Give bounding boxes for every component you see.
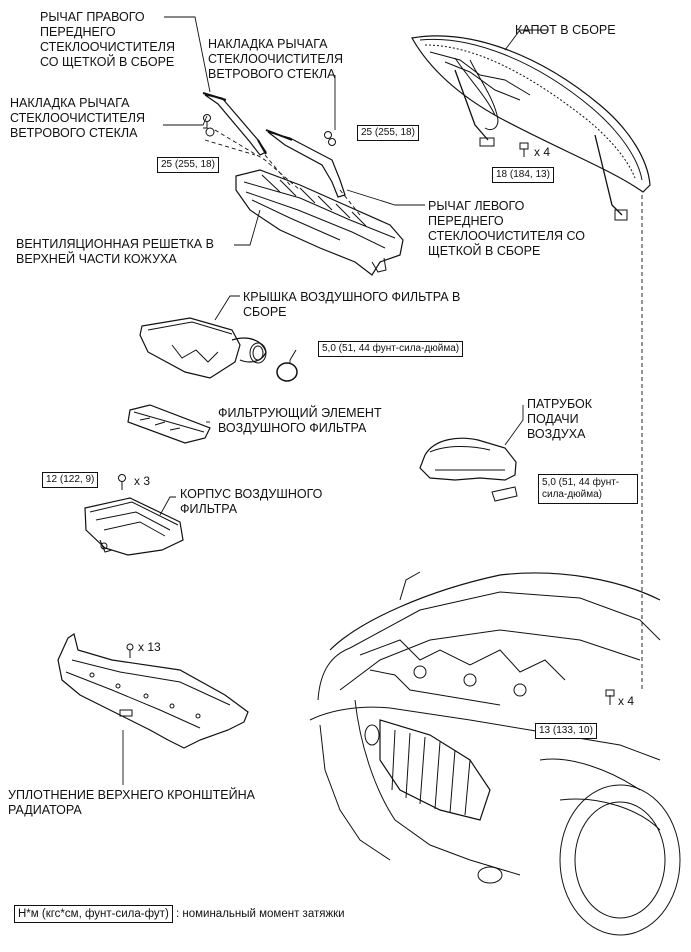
qty-hood-bolts: x 4 (534, 145, 551, 159)
label-line: РЫЧАГ ЛЕВОГО (428, 199, 525, 213)
label-line: НАКЛАДКА РЫЧАГА (10, 96, 130, 110)
label-line: ВЕТРОВОГО СТЕКЛА (208, 67, 336, 81)
label-line: УПЛОТНЕНИЕ ВЕРХНЕГО КРОНШТЕЙНА (8, 788, 255, 802)
label-line: ПАТРУБОК (527, 397, 593, 411)
label-line: СТЕКЛООЧИСТИТЕЛЯ СО (428, 229, 585, 243)
intake-duct-label: ПАТРУБОК ПОДАЧИ ВОЗДУХА (527, 397, 592, 442)
qty-headlight-bolts: x 4 (618, 694, 635, 708)
label-line: РЫЧАГ ПРАВОГО (40, 10, 145, 24)
label-line: ПЕРЕДНЕГО (428, 214, 504, 228)
label-line: КАПОТ В СБОРЕ (515, 23, 616, 37)
left-wiper-arm-label: РЫЧАГ ЛЕВОГО ПЕРЕДНЕГО СТЕКЛООЧИСТИТЕЛЯ … (428, 199, 585, 259)
right-wiper-arm-drawing (202, 92, 267, 156)
hose-clamp-drawing (276, 349, 298, 382)
leader-lines (122, 16, 548, 785)
label-line: ФИЛЬТРА (180, 502, 238, 516)
label-line: КРЫШКА ВОЗДУШНОГО ФИЛЬТРА В (243, 290, 461, 304)
label-line: КОРПУС ВОЗДУШНОГО (180, 487, 323, 501)
torque-legend: Н*м (кгс*см, фунт-сила-фут) : номинальны… (14, 905, 345, 923)
torque-spec-headlight: 13 (133, 10) (535, 723, 597, 739)
torque-spec-air-cleaner-clamp: 5,0 (51, 44 фунт-сила-дюйма) (318, 341, 464, 357)
qty-seal-clips: x 13 (138, 640, 161, 654)
air-cleaner-case-label: КОРПУС ВОЗДУШНОГО ФИЛЬТРА (180, 487, 322, 517)
wiper-arm-cover-right-label: НАКЛАДКА РЫЧАГА СТЕКЛООЧИСТИТЕЛЯ ВЕТРОВО… (10, 96, 145, 141)
dashed-guide-lines (204, 129, 643, 690)
air-cleaner-cap-drawing (139, 317, 267, 379)
label-line: ВЕРХНЕЙ ЧАСТИ КОЖУХА (16, 252, 177, 266)
label-line: ФИЛЬТРУЮЩИЙ ЭЛЕМЕНТ (218, 406, 382, 420)
air-cleaner-case-drawing (84, 474, 184, 556)
torque-spec-wiper-right: 25 (255, 18) (157, 157, 219, 173)
intake-duct-drawing (419, 437, 518, 502)
vehicle-front-drawing (309, 571, 681, 936)
label-line: НАКЛАДКА РЫЧАГА (208, 37, 328, 51)
torque-spec-wiper-left: 25 (255, 18) (357, 125, 419, 141)
legend-unit-box: Н*м (кгс*см, фунт-сила-фут) (14, 905, 173, 923)
label-line: ПЕРЕДНЕГО (40, 25, 116, 39)
torque-spec-intake-clamp: 5,0 (51, 44 фунт-сила-дюйма) (538, 474, 638, 504)
label-line: РАДИАТОРА (8, 803, 82, 817)
label-line: ЩЕТКОЙ В СБОРЕ (428, 244, 541, 258)
radiator-seal-label: УПЛОТНЕНИЕ ВЕРХНЕГО КРОНШТЕЙНА РАДИАТОРА (8, 788, 255, 818)
air-cleaner-cap-label: КРЫШКА ВОЗДУШНОГО ФИЛЬТРА В СБОРЕ (243, 290, 460, 320)
label-line: ВОЗДУХА (527, 427, 586, 441)
qty-air-case-bolts: x 3 (134, 474, 151, 488)
label-line: СТЕКЛООЧИСТИТЕЛЯ (208, 52, 343, 66)
wiper-arm-cover-left-label: НАКЛАДКА РЫЧАГА СТЕКЛООЧИСТИТЕЛЯ ВЕТРОВО… (208, 37, 343, 82)
label-line: ВОЗДУШНОГО ФИЛЬТРА (218, 421, 367, 435)
label-line: СБОРЕ (243, 305, 287, 319)
label-line: ПОДАЧИ (527, 412, 579, 426)
radiator-seal-drawing (57, 633, 249, 749)
hood-drawing (411, 35, 651, 221)
right-wiper-arm-label: РЫЧАГ ПРАВОГО ПЕРЕДНЕГО СТЕКЛООЧИСТИТЕЛЯ… (40, 10, 175, 70)
label-line: СО ЩЕТКОЙ В СБОРЕ (40, 55, 175, 69)
torque-spec-air-case: 12 (122, 9) (42, 472, 99, 488)
left-wiper-arm-drawing (265, 129, 346, 198)
legend-description: : номинальный момент затяжки (175, 908, 345, 920)
torque-spec-hood: 18 (184, 13) (492, 167, 554, 183)
cowl-louver-label: ВЕНТИЛЯЦИОННАЯ РЕШЕТКА В ВЕРХНЕЙ ЧАСТИ К… (16, 237, 214, 267)
cowl-louver-drawing (235, 169, 404, 276)
label-line: ВЕТРОВОГО СТЕКЛА (10, 126, 138, 140)
label-line: ВЕНТИЛЯЦИОННАЯ РЕШЕТКА В (16, 237, 214, 251)
label-line: СТЕКЛООЧИСТИТЕЛЯ (10, 111, 145, 125)
label-line: СТЕКЛООЧИСТИТЕЛЯ (40, 40, 175, 54)
air-filter-element-label: ФИЛЬТРУЮЩИЙ ЭЛЕМЕНТ ВОЗДУШНОГО ФИЛЬТРА (218, 406, 382, 436)
air-filter-element-drawing (127, 404, 211, 444)
hood-label: КАПОТ В СБОРЕ (515, 23, 616, 38)
hood-bolt (519, 142, 529, 157)
